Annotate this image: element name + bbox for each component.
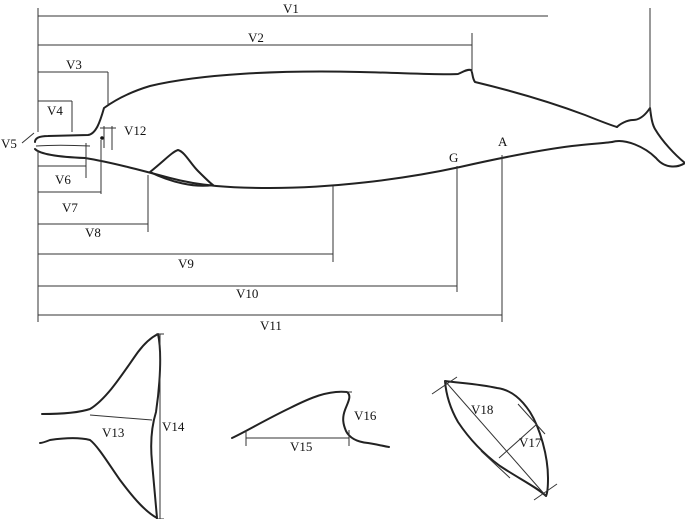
- label-v15: V15: [290, 439, 312, 454]
- whale-fluke-outline: [611, 107, 685, 168]
- point-g-label: G: [449, 150, 458, 165]
- label-v16: V16: [354, 408, 377, 423]
- label-v5: V5: [1, 136, 17, 151]
- label-v7: V7: [62, 200, 78, 215]
- label-v3: V3: [66, 57, 82, 72]
- label-v17: V17: [519, 435, 542, 450]
- label-v6: V6: [55, 172, 71, 187]
- whale-belly-outline: [34, 141, 613, 189]
- label-v2: V2: [248, 30, 264, 45]
- label-v10: V10: [236, 286, 258, 301]
- point-a-label: A: [498, 134, 508, 149]
- fluke-detail: [39, 333, 164, 519]
- label-v11: V11: [260, 318, 282, 333]
- label-v18: V18: [471, 402, 493, 417]
- label-v4: V4: [47, 103, 63, 118]
- whale-eye: [100, 136, 104, 140]
- flipper-detail: [431, 376, 558, 501]
- dorsal-fin-detail: [231, 390, 390, 448]
- whale-body-outline: [34, 68, 618, 143]
- whale-flipper-outline: [149, 149, 214, 187]
- label-v14: V14: [162, 419, 185, 434]
- label-v1: V1: [283, 1, 299, 16]
- label-v12: V12: [124, 123, 146, 138]
- label-v8: V8: [85, 225, 101, 240]
- label-v13: V13: [102, 425, 124, 440]
- dimension-lines: [21, 8, 651, 322]
- whale-mouth-line: [35, 144, 91, 147]
- label-v9: V9: [178, 256, 194, 271]
